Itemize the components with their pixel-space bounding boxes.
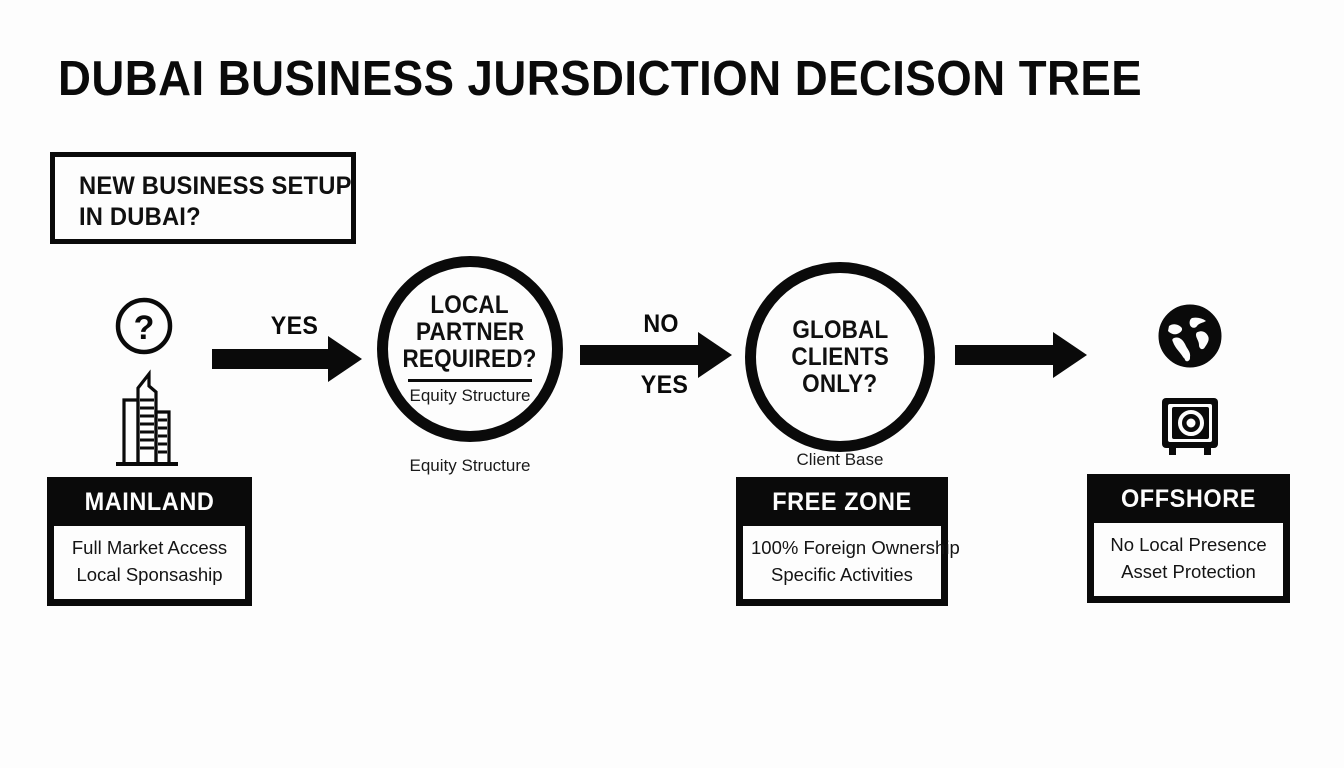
arrow-head [1053,332,1087,378]
outcome-offshore-detail-2: Asset Protection [1121,560,1256,582]
decision-1-line-3: REQUIRED? [402,345,538,374]
arrow-start-to-decision-1 [212,336,362,382]
decision-node-local-partner[interactable]: LOCAL PARTNER REQUIRED? Equity Structure [377,256,563,442]
arrow-head [328,336,362,382]
outcome-free-zone-detail-1: 100% Foreign Ownership [751,537,960,558]
decision-2-line-1: GLOBAL [791,315,889,344]
outcome-free-zone-detail-2: Specific Activities [771,563,913,585]
question-mark-circle-icon: ? [114,296,174,356]
outcome-free-zone-title: FREE ZONE [772,488,912,516]
start-node-line-1: NEW BUSINESS SETUP [79,172,352,200]
decision-2-line-3: ONLY? [802,369,878,398]
page-title: DUBAI BUSINESS JURSDICTION DECISON TREE [58,52,1143,106]
arrow-shaft [580,345,700,365]
arrow-shaft [212,349,330,369]
globe-icon [1156,302,1224,370]
decision-1-divider [408,379,532,382]
svg-text:?: ? [134,309,155,347]
outcome-mainland-detail-2: Local Sponsaship [76,563,223,585]
decision-1-line-1: LOCAL [430,291,510,320]
arrow-label-yes-1: YES [270,312,319,340]
arrow-label-no-2: NO [643,310,679,338]
outcome-mainland-body: Full Market Access Local Sponsaship [54,526,245,599]
start-node-box[interactable]: NEW BUSINESS SETUP IN DUBAI? [50,152,356,244]
decision-node-global-clients[interactable]: GLOBAL CLIENTS ONLY? [745,262,935,452]
arrow-label-yes-2: YES [640,371,689,399]
outcome-free-zone-body: 100% Foreign Ownership Specific Activiti… [743,526,960,599]
arrow-decision-1-to-decision-2 [580,332,732,378]
outcome-offshore-detail-1: No Local Presence [1110,534,1267,555]
start-node-line-2: IN DUBAI? [79,202,201,231]
outcome-card-free-zone[interactable]: FREE ZONE 100% Foreign Ownership Specifi… [736,477,960,606]
decision-1-subtitle: Equity Structure [409,385,531,405]
outcome-offshore-title: OFFSHORE [1120,485,1257,513]
arrow-shaft [955,345,1055,365]
arrow-head [698,332,732,378]
outcome-mainland-title: MAINLAND [84,488,215,516]
outcome-offshore-body: No Local Presence Asset Protection [1094,523,1283,596]
arrow-decision-2-to-offshore [955,332,1087,378]
safe-vault-icon [1157,394,1223,460]
decision-1-caption: Equity Structure [409,456,531,475]
skyscraper-icon [108,366,184,471]
outcome-card-mainland[interactable]: MAINLAND Full Market Access Local Sponsa… [47,477,252,606]
outcome-card-offshore[interactable]: OFFSHORE No Local Presence Asset Protect… [1087,474,1290,603]
decision-2-line-2: CLIENTS [791,342,889,371]
outcome-mainland-detail-1: Full Market Access [71,537,228,558]
decision-1-line-2: PARTNER [415,318,525,347]
decision-2-caption: Client Base [796,450,884,469]
